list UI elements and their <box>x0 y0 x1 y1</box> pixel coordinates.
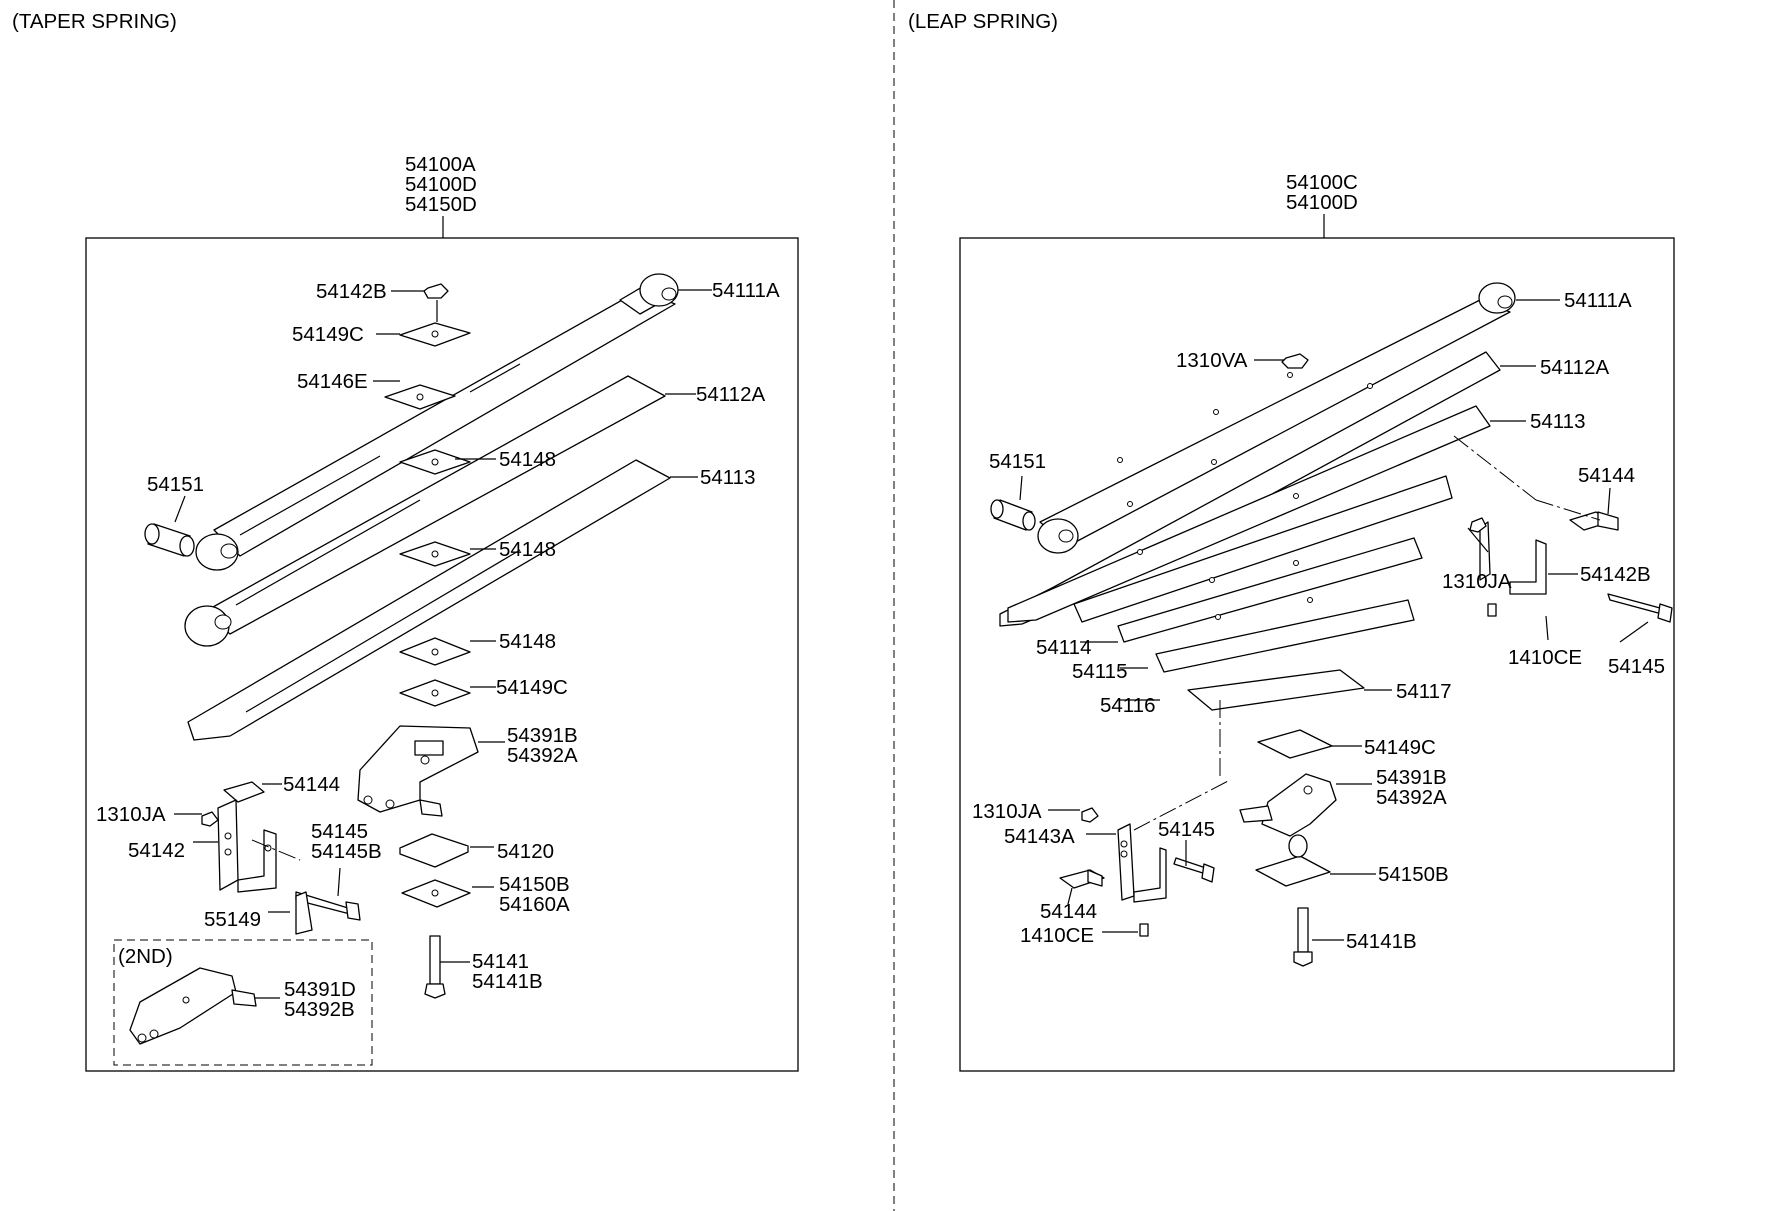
callout-54112a: 54112A <box>1540 356 1609 379</box>
callout-54150b: 54150B <box>499 873 570 896</box>
callout-54120: 54120 <box>497 840 554 863</box>
callout-54392a: 54392A <box>1376 786 1447 809</box>
assembly-number: 54100A <box>405 153 476 176</box>
callout-54111a: 54111A <box>1564 289 1632 312</box>
callout-54148: 54148 <box>499 448 556 471</box>
leap-assembly-frame <box>959 237 1675 1072</box>
callout-1410ce: 1410CE <box>1020 924 1094 947</box>
callout-55149: 55149 <box>204 908 261 931</box>
callout-54113: 54113 <box>700 466 755 489</box>
callout-1310ja: 1310JA <box>972 800 1042 823</box>
taper-callouts: 54142B 54149C 54146E 54111A 54112A 54151… <box>96 279 780 1021</box>
callout-54392b: 54392B <box>284 998 355 1021</box>
inset-2nd-frame <box>113 939 373 1066</box>
callout-54160a: 54160A <box>499 893 570 916</box>
callout-54117: 54117 <box>1396 680 1451 703</box>
callout-54151: 54151 <box>989 450 1046 473</box>
callout-54144: 54144 <box>283 773 340 796</box>
section-title-taper: (TAPER SPRING) <box>12 10 177 33</box>
leaf-54117 <box>1187 669 1365 711</box>
callout-54391b: 54391B <box>1376 766 1447 789</box>
bushing-54151 <box>144 523 195 557</box>
callout-54115: 54115 <box>1072 660 1127 683</box>
callout-54141b: 54141B <box>472 970 543 993</box>
spring-seat-54391b <box>357 725 479 817</box>
assembly-number: 54150D <box>405 193 477 216</box>
callout-54145: 54145 <box>1158 818 1215 841</box>
callout-54149c: 54149C <box>1364 736 1436 759</box>
taper-leader-lines <box>174 289 712 999</box>
callout-54150b: 54150B <box>1378 863 1449 886</box>
u-bolt-54141 <box>424 935 446 999</box>
callout-54149c: 54149C <box>292 323 364 346</box>
callout-54148: 54148 <box>499 538 556 561</box>
callout-1310va: 1310VA <box>1176 349 1248 372</box>
main-leaf-54111a <box>1037 282 1516 554</box>
leaf-pads <box>1255 729 1333 887</box>
callout-1310ja: 1310JA <box>1442 570 1512 593</box>
callout-54141: 54141 <box>472 950 529 973</box>
callout-54148: 54148 <box>499 630 556 653</box>
nut-54142b <box>423 283 449 322</box>
leaf-54113 <box>1007 405 1491 623</box>
callout-54142b: 54142B <box>1580 563 1651 586</box>
spring-seat-54391b <box>1219 700 1337 858</box>
shackle-54142 <box>201 781 361 935</box>
shackle-54142b <box>1453 435 1673 623</box>
taper-assembly-frame <box>85 237 799 1072</box>
callout-54141b: 54141B <box>1346 930 1417 953</box>
callout-54142b: 54142B <box>316 280 387 303</box>
nut-1310va <box>1281 353 1309 369</box>
callout-54391d: 54391D <box>284 978 356 1001</box>
bushing-54151 <box>990 499 1036 531</box>
callout-54146e: 54146E <box>297 370 368 393</box>
leaf-holes <box>1117 372 1373 620</box>
callout-54145: 54145 <box>1608 655 1665 678</box>
callout-54145: 54145 <box>311 820 368 843</box>
assembly-number: 54100D <box>405 173 477 196</box>
callout-54114: 54114 <box>1036 636 1091 659</box>
taper-spring-section: (TAPER SPRING) 54100A 54100D 54150D <box>12 10 799 1072</box>
callout-54145b: 54145B <box>311 840 382 863</box>
callout-54144: 54144 <box>1578 464 1635 487</box>
leap-spring-section: (LEAP SPRING) 54100C 54100D <box>908 10 1675 1072</box>
callout-54151: 54151 <box>147 473 204 496</box>
callout-54149c: 54149C <box>496 676 568 699</box>
shackle-54143a <box>1059 779 1231 937</box>
section-title-leap: (LEAP SPRING) <box>908 10 1058 33</box>
callout-54143a: 54143A <box>1004 825 1075 848</box>
leaf-54112a <box>184 375 666 647</box>
leaf-54115 <box>1117 537 1423 643</box>
callout-54112a: 54112A <box>696 383 765 406</box>
callout-54391b: 54391B <box>507 724 578 747</box>
bolt-54141b <box>1293 907 1313 967</box>
leaf-54114 <box>1073 475 1453 623</box>
callout-1410ce: 1410CE <box>1508 646 1582 669</box>
callout-54116: 54116 <box>1100 694 1155 717</box>
leaf-pads <box>384 322 471 908</box>
assembly-number: 54100D <box>1286 191 1358 214</box>
leaf-54113 <box>187 459 671 741</box>
leaf-54116 <box>1155 599 1415 673</box>
leap-callouts: 54111A 1310VA 54112A 54113 54151 54144 1… <box>972 289 1665 953</box>
callout-1310ja: 1310JA <box>96 803 166 826</box>
callout-54113: 54113 <box>1530 410 1585 433</box>
assembly-number: 54100C <box>1286 171 1358 194</box>
callout-54142: 54142 <box>128 839 185 862</box>
spring-seat-54391d <box>129 967 257 1045</box>
leap-leader-lines <box>1019 299 1649 941</box>
callout-54144: 54144 <box>1040 900 1097 923</box>
inset-title: (2ND) <box>118 945 173 968</box>
callout-54111a: 54111A <box>712 279 780 302</box>
callout-54392a: 54392A <box>507 744 578 767</box>
